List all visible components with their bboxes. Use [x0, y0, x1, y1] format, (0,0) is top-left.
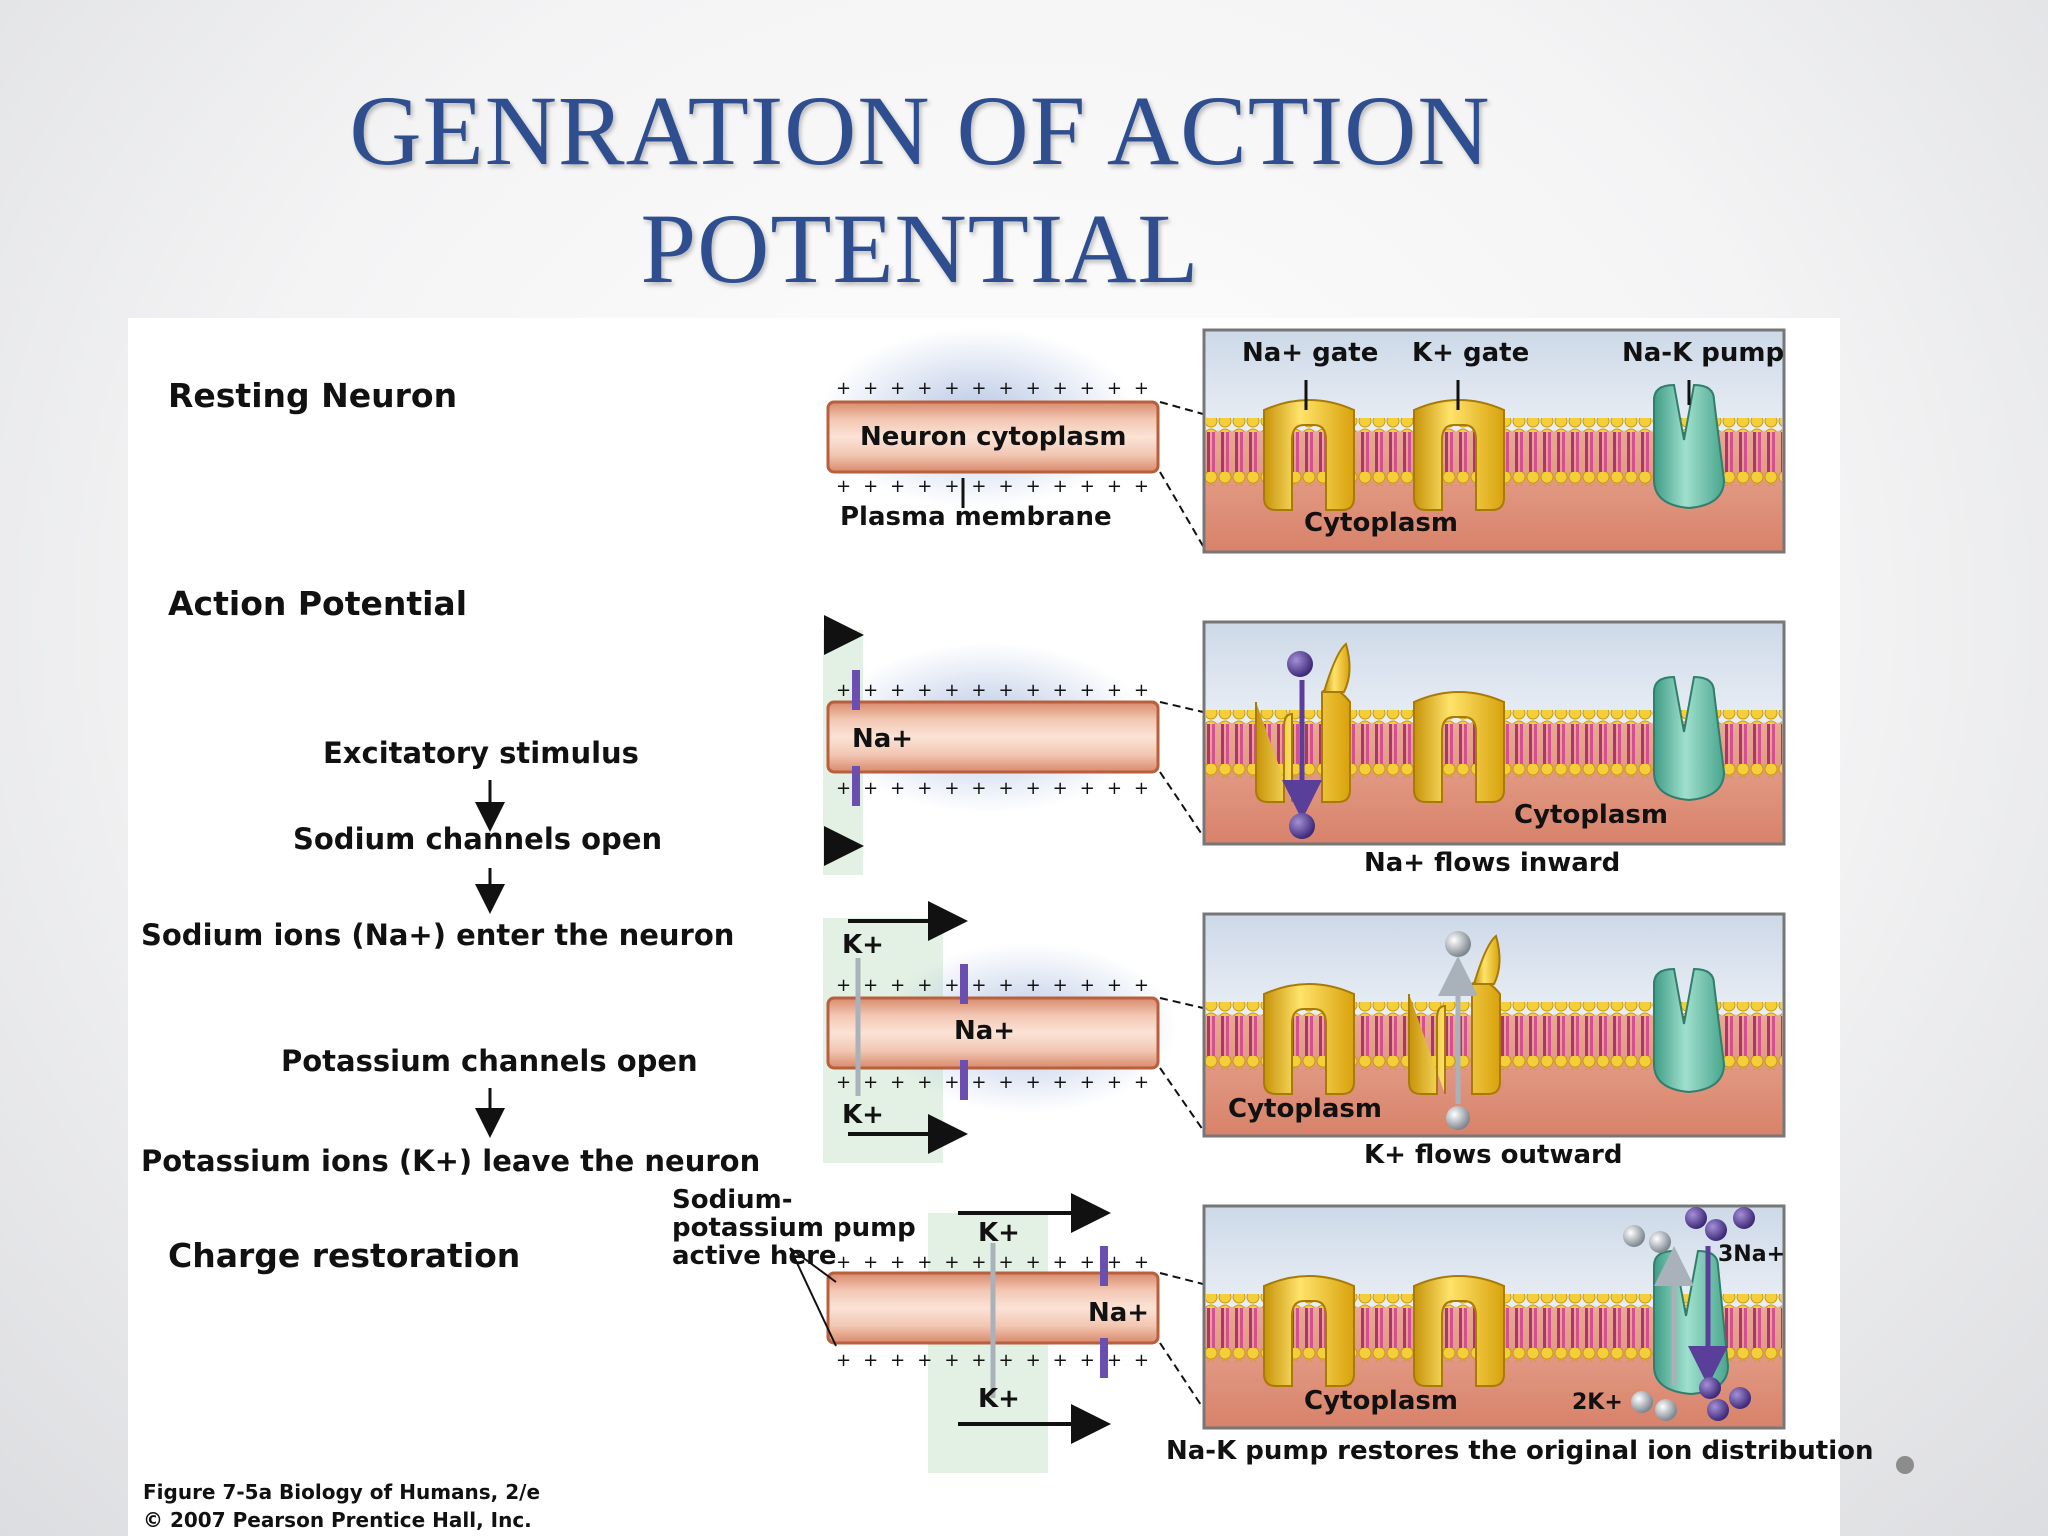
label-neuron-cytoplasm: Neuron cytoplasm: [860, 422, 1127, 452]
label-cytoplasm-3: Cytoplasm: [1228, 1094, 1382, 1124]
title-line-2: POTENTIAL: [640, 193, 1200, 304]
label-na-gate: Na+ gate: [1242, 338, 1379, 368]
step-potassium-channels-open: Potassium channels open: [281, 1044, 698, 1078]
slide-title: GENRATION OF ACTION POTENTIAL: [230, 72, 1610, 308]
panel-resting: [1202, 328, 1786, 554]
label-axon-na-4: Na+: [1088, 1298, 1150, 1328]
slide-bullet-dot: [1896, 1456, 1914, 1474]
caption-k-flows-outward: K+ flows outward: [1364, 1140, 1623, 1170]
svg-text:++++++++++++: ++++++++++++: [836, 1072, 1161, 1093]
restoring-axon: ++++++++++++ ++++++++++++: [789, 1193, 1204, 1473]
label-pump-active-here: Sodium-potassium pump active here: [672, 1185, 916, 1271]
label-cytoplasm-1: Cytoplasm: [1304, 508, 1458, 538]
label-axon-na-3: Na+: [954, 1016, 1016, 1046]
label-na-k-pump: Na-K pump: [1622, 338, 1785, 368]
svg-text:++++++++++++: ++++++++++++: [836, 1350, 1161, 1371]
step-potassium-ions-leave: Potassium ions (K+) leave the neuron: [141, 1144, 761, 1178]
svg-text:++++++++++++: ++++++++++++: [836, 476, 1161, 497]
section-action-potential: Action Potential: [168, 584, 468, 623]
resting-axon: ++++++++++++ ++++++++++++: [818, 328, 1204, 547]
figure-credit-line-1: Figure 7-5a Biology of Humans, 2/e: [143, 1480, 541, 1504]
svg-text:++++++++++++: ++++++++++++: [836, 778, 1161, 799]
panel-potassium-efflux: [1202, 912, 1786, 1138]
section-resting-neuron: Resting Neuron: [168, 376, 458, 415]
label-cytoplasm-2: Cytoplasm: [1514, 800, 1668, 830]
label-axon-k-bottom-3: K+: [842, 1100, 884, 1130]
svg-text:++++++++++++: ++++++++++++: [836, 975, 1161, 996]
label-plasma-membrane: Plasma membrane: [840, 502, 1112, 532]
section-charge-restoration: Charge restoration: [168, 1236, 521, 1275]
figure-graphics: ++++++++++++ ++++++++++++ ++++++++++++ +…: [475, 328, 1786, 1473]
label-axon-k-top-4: K+: [978, 1218, 1020, 1248]
step-sodium-channels-open: Sodium channels open: [293, 822, 663, 856]
panel-sodium-influx: [1202, 620, 1786, 846]
label-axon-k-top-3: K+: [842, 930, 884, 960]
label-axon-na-2: Na+: [852, 724, 914, 754]
label-k-gate: K+ gate: [1412, 338, 1530, 368]
label-two-k: 2K+: [1572, 1390, 1623, 1415]
svg-text:++++++++++++: ++++++++++++: [836, 378, 1161, 399]
figure-credit-line-2: © 2007 Pearson Prentice Hall, Inc.: [143, 1508, 532, 1532]
label-cytoplasm-4: Cytoplasm: [1304, 1386, 1458, 1416]
svg-text:++++++++++++: ++++++++++++: [836, 680, 1161, 701]
step-excitatory-stimulus: Excitatory stimulus: [323, 736, 639, 770]
label-three-na: 3Na+: [1718, 1242, 1785, 1267]
caption-na-flows-inward: Na+ flows inward: [1364, 848, 1621, 878]
step-sodium-ions-enter: Sodium ions (Na+) enter the neuron: [141, 918, 735, 952]
caption-pump-restores: Na-K pump restores the original ion dist…: [1166, 1436, 1874, 1466]
depolarizing-axon: ++++++++++++ ++++++++++++: [823, 615, 1204, 875]
title-line-1: GENRATION OF ACTION: [349, 75, 1491, 186]
panel-pump-restoration: [1202, 1204, 1786, 1430]
label-axon-k-bottom-4: K+: [978, 1384, 1020, 1414]
action-potential-figure: ++++++++++++ ++++++++++++ ++++++++++++ +…: [128, 318, 1873, 1536]
repolarizing-axon: ++++++++++++ ++++++++++++: [823, 901, 1204, 1163]
